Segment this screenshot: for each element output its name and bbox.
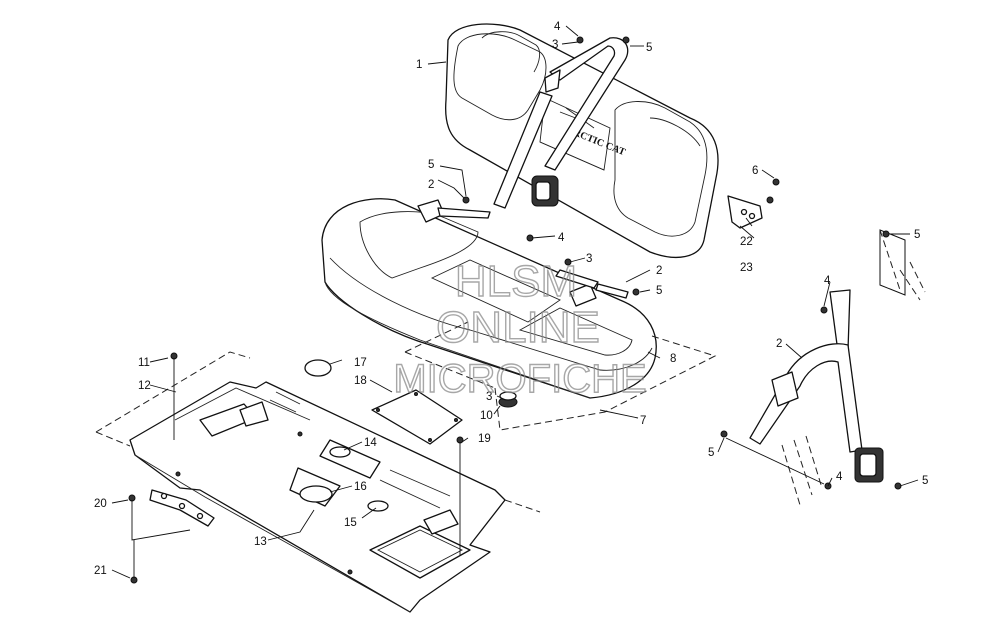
access-panel xyxy=(371,389,463,445)
callout-3-bottom: 3 xyxy=(486,391,492,403)
callout-5-belt-right: 5 xyxy=(922,475,928,487)
seat-belt-assembly-right xyxy=(720,229,926,506)
callout-12: 12 xyxy=(138,380,151,392)
callout-4-right-top: 4 xyxy=(824,275,831,287)
floor-pan xyxy=(129,381,506,613)
belt-buckle-right xyxy=(555,269,629,307)
watermark-line-3: MICROFICHE xyxy=(393,357,646,401)
callout-5-belt-left: 5 xyxy=(708,447,714,459)
callout-5-seat-right: 5 xyxy=(656,285,662,297)
callout-19: 19 xyxy=(478,433,491,445)
callout-4-mid: 4 xyxy=(558,232,565,244)
watermark-line-2: ONLINE xyxy=(436,303,600,352)
cushion-dashed-frame xyxy=(404,321,717,431)
callout-5-left: 5 xyxy=(428,159,434,171)
callout-17: 17 xyxy=(354,357,367,369)
callout-11: 11 xyxy=(138,357,150,369)
callout-18: 18 xyxy=(354,375,367,387)
callout-labels: 1 2 2 2 3 3 3 4 4 4 4 5 5 5 5 5 5 6 7 8 … xyxy=(94,21,928,577)
fastener-group-left xyxy=(128,352,464,584)
callout-4-top: 4 xyxy=(554,21,561,33)
callout-1: 1 xyxy=(416,59,422,71)
callout-4-right-bottom: 4 xyxy=(836,471,843,483)
callout-2-seat-left: 2 xyxy=(428,179,434,191)
callout-8: 8 xyxy=(670,353,676,365)
callout-7: 7 xyxy=(640,415,646,427)
floor-pan-dashed-frame xyxy=(95,351,541,513)
watermark-line-1: HLSM xyxy=(455,257,577,306)
belt-buckle-left xyxy=(417,199,491,223)
callout-13: 13 xyxy=(254,536,267,548)
callout-5-top: 5 xyxy=(646,42,652,54)
callout-10: 10 xyxy=(480,410,493,422)
callout-2-seat-right: 2 xyxy=(656,265,662,277)
callout-6: 6 xyxy=(752,165,758,177)
callout-22: 22 xyxy=(740,236,753,248)
callout-5-bracket: 5 xyxy=(914,229,920,241)
callout-21: 21 xyxy=(94,565,107,577)
watermark: HLSM ONLINE MICROFICHE xyxy=(393,256,648,401)
cover-disc xyxy=(304,359,332,377)
mounting-bracket xyxy=(727,195,774,229)
callout-16: 16 xyxy=(354,481,367,493)
callout-15: 15 xyxy=(344,517,357,529)
callout-3-top: 3 xyxy=(552,39,558,51)
callout-14: 14 xyxy=(364,437,377,449)
callout-3-mid: 3 xyxy=(586,253,592,265)
callout-2-belt-right: 2 xyxy=(776,338,782,350)
seat-belt-upper xyxy=(493,37,629,209)
leader-lines xyxy=(111,25,919,579)
grommet xyxy=(498,391,518,408)
seat-cushion xyxy=(321,198,657,399)
callout-20: 20 xyxy=(94,498,107,510)
callout-23: 23 xyxy=(740,262,753,274)
